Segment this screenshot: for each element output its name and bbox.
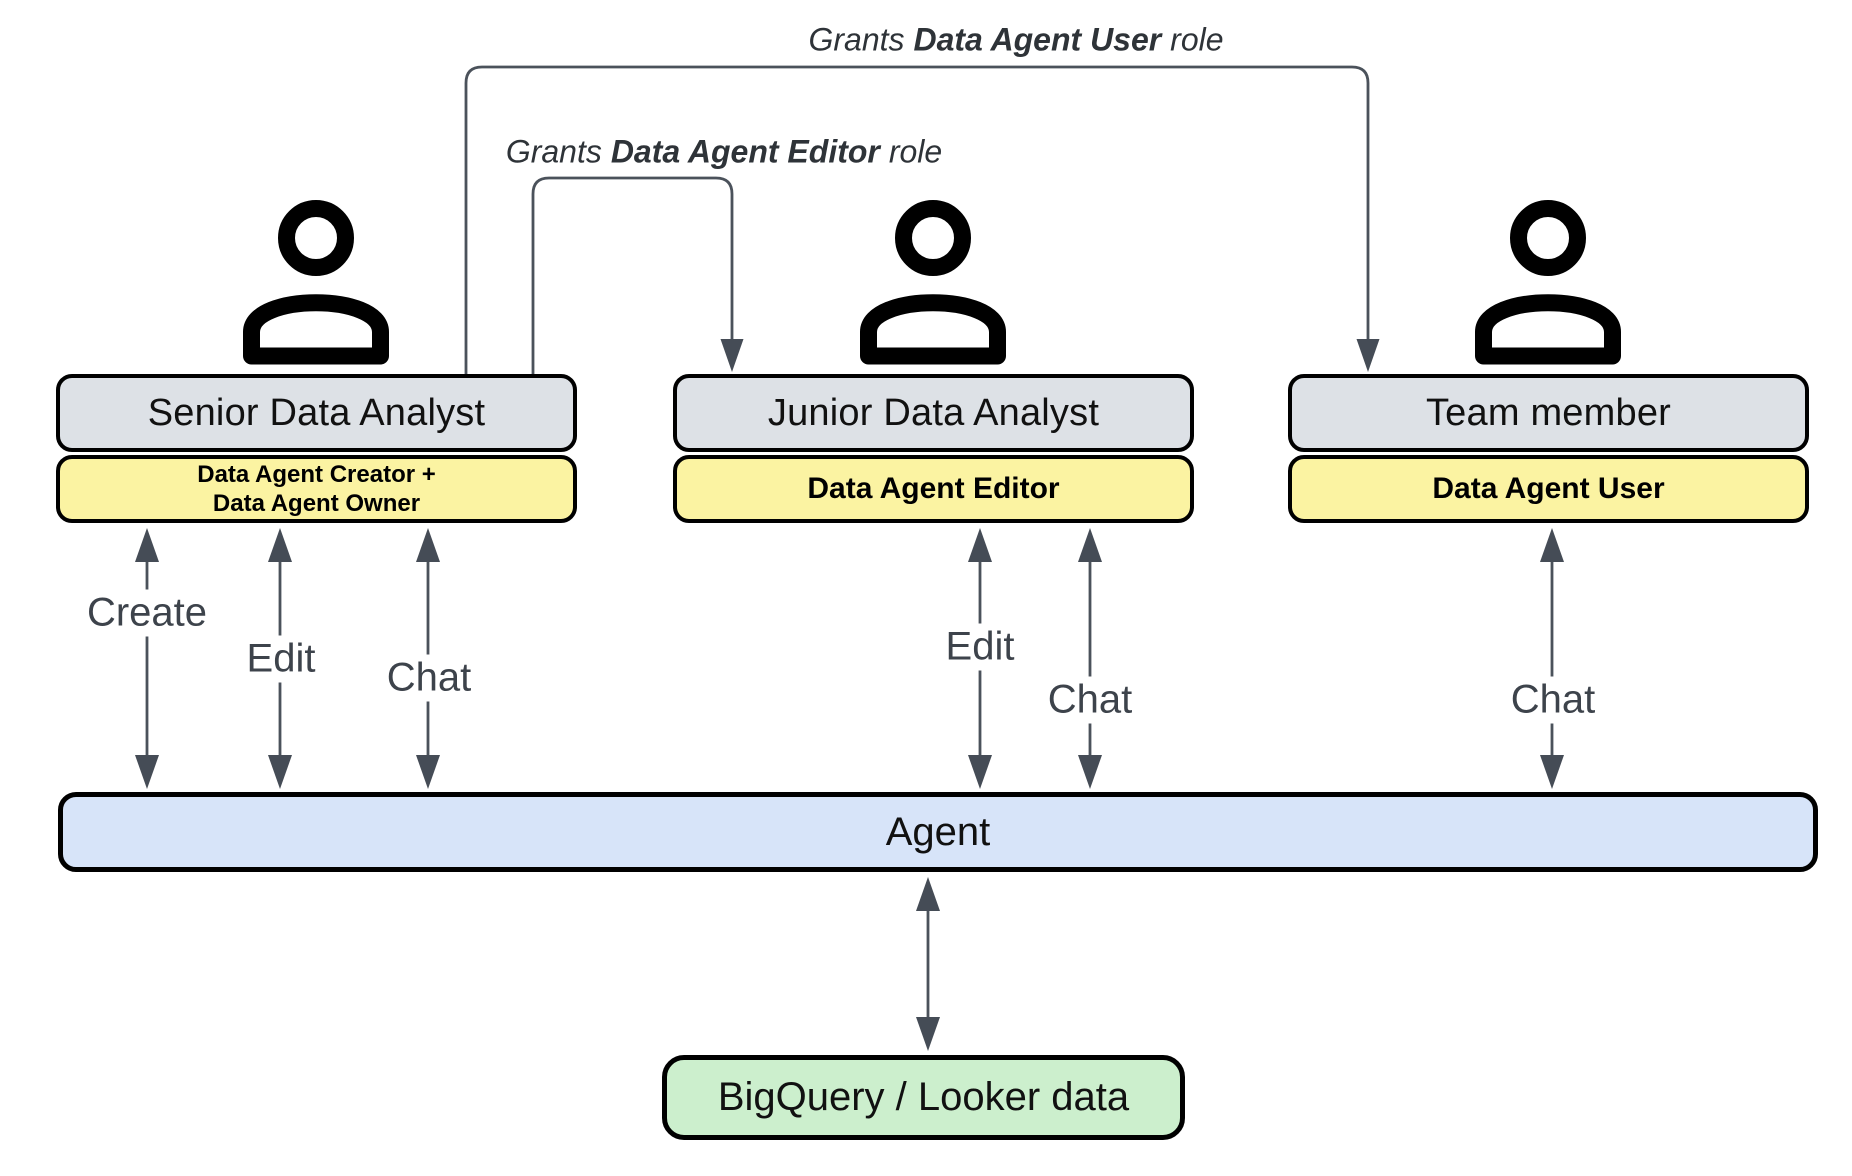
role-line: Data Agent Editor xyxy=(807,472,1060,505)
person-icon-junior xyxy=(853,196,1013,366)
chat-arrow-team xyxy=(1540,528,1564,789)
agent-label: Agent xyxy=(885,809,991,854)
arrow-label-chat-team: Chat xyxy=(1503,676,1603,724)
role-line: Data Agent Owner xyxy=(212,490,421,517)
grant-editor-connector xyxy=(531,176,744,374)
grant-user-arrowhead-icon xyxy=(1356,339,1380,372)
person-icon-team xyxy=(1468,196,1628,366)
datasource-box: BigQuery / Looker data xyxy=(662,1055,1185,1140)
grant-editor-arrowhead-icon xyxy=(720,339,744,372)
actor-title-box-senior: Senior Data Analyst xyxy=(56,374,577,452)
agent-datasource-arrow xyxy=(916,877,940,1051)
grant-editor-role: Data Agent Editor xyxy=(610,133,880,170)
grant-user-suffix: role xyxy=(1170,21,1224,58)
person-icon-senior xyxy=(236,196,396,366)
grant-editor-suffix: role xyxy=(888,133,943,170)
grant-editor-prefix: Grants xyxy=(505,133,602,170)
grant-user-prefix: Grants xyxy=(808,21,905,58)
actor-title-senior: Senior Data Analyst xyxy=(147,391,486,434)
grant-user-connector xyxy=(464,65,1380,374)
arrow-label-chat-senior: Chat xyxy=(379,654,479,702)
actor-title-team: Team member xyxy=(1425,391,1672,434)
actor-title-junior: Junior Data Analyst xyxy=(767,391,1100,434)
create-arrow xyxy=(135,528,159,789)
actor-role-box-senior: Data Agent Creator + Data Agent Owner xyxy=(56,455,577,523)
agent-bar: Agent xyxy=(58,792,1818,872)
actor-role-box-team: Data Agent User xyxy=(1288,455,1809,523)
actor-role-box-junior: Data Agent Editor xyxy=(673,455,1194,523)
arrow-label-edit-senior: Edit xyxy=(239,635,323,683)
arrow-label-chat-junior: Chat xyxy=(1040,676,1140,724)
grant-user-role: Data Agent User xyxy=(913,21,1162,58)
role-line: Data Agent Creator + xyxy=(197,461,436,488)
actor-title-box-junior: Junior Data Analyst xyxy=(673,374,1194,452)
role-line: Data Agent User xyxy=(1432,472,1665,505)
actor-title-box-team: Team member xyxy=(1288,374,1809,452)
arrow-label-edit-junior: Edit xyxy=(938,623,1022,671)
datasource-label: BigQuery / Looker data xyxy=(717,1075,1130,1119)
arrow-label-create-senior: Create xyxy=(79,589,215,637)
chat-arrow-junior xyxy=(1078,528,1102,789)
